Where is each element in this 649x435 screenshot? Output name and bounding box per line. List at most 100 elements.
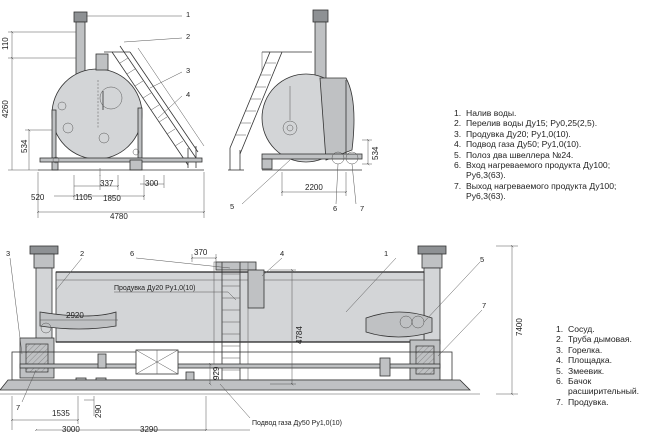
callout-bottom-7b: 7 xyxy=(16,403,20,412)
legend-top-item-text: Вход нагреваемого продукта Ду100; Ру6,3(… xyxy=(466,160,611,181)
callout-bottom-2: 2 xyxy=(80,249,84,258)
dim-2200: 2200 xyxy=(305,183,323,192)
legend-bottom-item-6: 6. Бачок расширительный. xyxy=(556,376,648,397)
dim-4260: 4260 xyxy=(1,100,10,118)
legend-bottom-item-text: Бачок расширительный. xyxy=(568,376,640,397)
dim-534: 534 xyxy=(20,139,29,153)
legend-bottom-item-text: Труба дымовая. xyxy=(568,334,632,345)
dim-1850: 1850 xyxy=(103,194,121,203)
dim-534-right: 534 xyxy=(371,146,380,160)
front-leaders xyxy=(86,15,183,119)
legend-top-item-number: 1. xyxy=(454,108,462,118)
chimney-side xyxy=(314,21,327,81)
legend-top-item-6: 6. Вход нагреваемого продукта Ду100; Ру6,… xyxy=(454,160,646,181)
chimney-cap xyxy=(73,11,88,23)
legend-top-item-1: 1. Налив воды. xyxy=(454,108,646,118)
legend-bottom-item-number: 3. xyxy=(556,344,564,355)
dim-337: 337 xyxy=(100,179,114,188)
legend-bottom-item-number: 7. xyxy=(556,396,564,407)
legend-bottom-item-number: 4. xyxy=(556,355,564,366)
legend-bottom-item-text: Сосуд. xyxy=(568,324,595,334)
dim-7400: 7400 xyxy=(515,318,524,336)
legend-bottom-item-text: Продувка. xyxy=(568,396,609,407)
dim-290: 290 xyxy=(94,404,103,418)
legend-bottom-item-5: 5. Змеевик. xyxy=(556,366,648,376)
dim-4784: 4784 xyxy=(295,326,304,344)
legend-top-item-number: 5. xyxy=(454,149,462,160)
legend-top-item-number: 4. xyxy=(454,139,462,150)
legend-top-item-2: 2. Перелив воды Ду15; Ру0,25(2,5). xyxy=(454,118,646,128)
callout-top-4: 4 xyxy=(186,90,190,99)
dim-3290: 3290 xyxy=(140,425,158,434)
legend-top-item-5: 5. Полоз два швеллера №24. xyxy=(454,150,646,160)
legend-top-item-number: 6. xyxy=(454,160,462,171)
chimney xyxy=(75,21,86,78)
legend-bottom-item-3: 3. Горелка. xyxy=(556,345,648,355)
legend-top-item-text: Полоз два швеллера №24. xyxy=(466,149,574,160)
legend-bottom-item-number: 5. xyxy=(556,365,564,376)
callout-bottom-1: 1 xyxy=(384,249,388,258)
legend-bottom-item-7: 7. Продувка. xyxy=(556,397,648,407)
callout-top-3: 3 xyxy=(186,66,190,75)
side-view xyxy=(228,9,372,205)
label-produvka: Продувка Ду20 Ру1,0(10) xyxy=(114,285,196,292)
callout-top-6: 6 xyxy=(333,204,337,213)
callout-bottom-6: 6 xyxy=(130,249,134,258)
legend-top-item-4: 4. Подвод газа Ду50; Ру1,0(10). xyxy=(454,139,646,149)
dim-110: 110 xyxy=(1,37,10,50)
legend-bottom-item-4: 4. Площадка. xyxy=(556,355,648,365)
ladder-long xyxy=(213,261,249,385)
legend-top-item-number: 7. xyxy=(454,180,462,191)
long-leaders xyxy=(9,257,483,419)
callout-top-7: 7 xyxy=(360,204,364,213)
dim-929: 929 xyxy=(212,366,221,380)
dim-370: 370 xyxy=(194,248,208,257)
legend-top-item-text: Подвод газа Ду50; Ру1,0(10). xyxy=(466,139,582,150)
legend-top-item-text: Налив воды. xyxy=(466,108,517,118)
dim-1105: 1105 xyxy=(75,193,93,202)
legend-top-item-7: 7. Выход нагреваемого продукта Ду100; Ру6… xyxy=(454,181,646,202)
callout-top-1: 1 xyxy=(186,10,190,19)
ladder-side xyxy=(228,51,312,171)
dim-4780: 4780 xyxy=(110,212,128,221)
skid-long xyxy=(0,379,471,391)
callout-bottom-7: 7 xyxy=(482,301,486,310)
legend-bottom-item-number: 1. xyxy=(556,324,564,334)
legend-top-item-3: 3. Продувка Ду20; Ру1,0(10). xyxy=(454,129,646,139)
ladder-front xyxy=(104,45,205,168)
legend-bottom-item-1: 1. Сосуд. xyxy=(556,324,648,334)
skid xyxy=(39,157,203,163)
legend-bottom-item-number: 6. xyxy=(556,376,564,387)
legend-bottom-item-number: 2. xyxy=(556,334,564,345)
legend-top-item-number: 3. xyxy=(454,128,462,139)
legend-bottom: 1. Сосуд. 2. Труба дымовая. 3. Горелка. 4. Площ… xyxy=(556,324,648,407)
legend-top-item-text: Выход нагреваемого продукта Ду100; Ру6,3… xyxy=(466,180,617,202)
legend-top: 1. Налив воды. 2. Перелив воды Ду15; Ру0,25… xyxy=(454,108,646,202)
legend-top-item-text: Продувка Ду20; Ру1,0(10). xyxy=(466,128,571,139)
dim-300: 300 xyxy=(145,179,159,188)
callout-top-2: 2 xyxy=(186,32,190,41)
label-gas-supply: Подвод газа Ду50 Ру1,0(10) xyxy=(252,420,342,427)
callout-bottom-3: 3 xyxy=(6,249,10,258)
legend-bottom-item-text: Змеевик. xyxy=(568,365,605,376)
callout-bottom-5: 5 xyxy=(480,255,484,264)
dim-520: 520 xyxy=(31,193,45,202)
long-view xyxy=(0,246,518,430)
callout-top-5: 5 xyxy=(230,202,234,211)
legend-bottom-item-text: Горелка. xyxy=(568,344,603,355)
coil-right xyxy=(365,311,433,338)
front-view xyxy=(8,11,205,218)
legend-bottom-item-text: Площадка. xyxy=(568,355,613,366)
legend-bottom-item-2: 2. Труба дымовая. xyxy=(556,334,648,344)
dim-2920: 2920 xyxy=(66,311,84,320)
dim-3000: 3000 xyxy=(62,425,80,434)
coil-left xyxy=(39,311,117,330)
legend-top-item-text: Перелив воды Ду15; Ру0,25(2,5). xyxy=(466,118,598,129)
legend-top-item-number: 2. xyxy=(454,118,462,129)
skid-side xyxy=(261,153,363,160)
dim-1535: 1535 xyxy=(52,409,70,418)
vessel-shell xyxy=(51,68,143,160)
callout-bottom-4: 4 xyxy=(280,249,284,258)
expansion-tank xyxy=(247,269,265,309)
